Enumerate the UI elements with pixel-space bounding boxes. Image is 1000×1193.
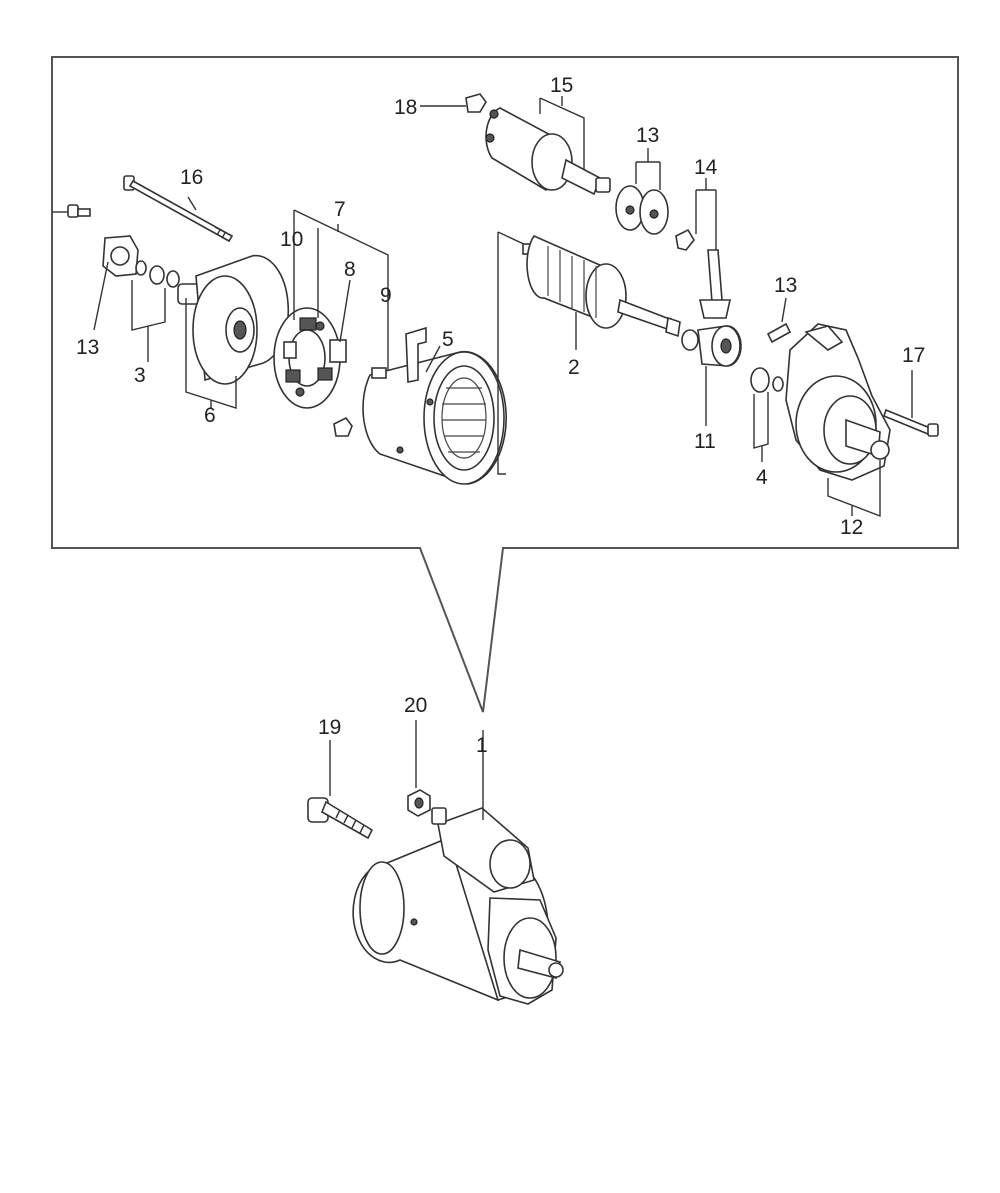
part-14-shift-lever — [675, 178, 731, 319]
label-1: 1 — [476, 734, 488, 757]
group-bracket-7-8-9-10 — [293, 209, 389, 372]
label-5: 5 — [442, 328, 454, 351]
part-12-drive-end-housing — [785, 323, 891, 518]
part-6-rear-end-cover — [177, 254, 290, 409]
label-10: 10 — [280, 228, 303, 251]
part-10-brush-holder — [273, 307, 347, 409]
label-13-right: 13 — [774, 274, 797, 297]
label-11: 11 — [694, 430, 716, 453]
label-7: 7 — [334, 198, 346, 221]
part-4-washer-ring — [750, 367, 784, 462]
part-19-mounting-bolt — [307, 740, 374, 840]
part-18-clip — [420, 93, 487, 113]
part-15-solenoid — [485, 96, 611, 196]
label-3: 3 — [134, 364, 146, 387]
label-14: 14 — [694, 156, 718, 179]
assembled-starter-motor — [352, 730, 564, 1005]
part-17-bolt — [883, 370, 939, 437]
part-20-nut — [407, 720, 431, 817]
label-8: 8 — [344, 258, 356, 281]
label-9: 9 — [380, 284, 392, 307]
part-2-armature — [497, 231, 681, 475]
part-13-plate-washer — [615, 148, 669, 235]
label-13-left: 13 — [76, 336, 99, 359]
small-screw-top-left — [52, 204, 91, 218]
part-5-yoke-housing — [333, 326, 507, 485]
label-15: 15 — [550, 74, 573, 97]
label-17: 17 — [902, 344, 925, 367]
callout-labels: 16 7 10 8 9 5 13 3 6 18 15 13 14 13 17 2… — [76, 74, 925, 757]
part-13-cover-plate — [93, 235, 139, 331]
label-20: 20 — [404, 694, 427, 717]
part-11-pinion-clutch — [681, 325, 742, 426]
label-19: 19 — [318, 716, 341, 739]
label-13-top: 13 — [636, 124, 659, 147]
label-4: 4 — [756, 466, 768, 489]
detail-frame — [51, 56, 959, 713]
label-6: 6 — [204, 404, 216, 427]
label-2: 2 — [568, 356, 580, 379]
label-16: 16 — [180, 166, 203, 189]
label-18: 18 — [394, 96, 417, 119]
part-13-key — [766, 297, 792, 344]
label-12: 12 — [840, 516, 863, 539]
part-3-washers — [131, 260, 180, 362]
part-16-through-bolt — [123, 175, 234, 243]
